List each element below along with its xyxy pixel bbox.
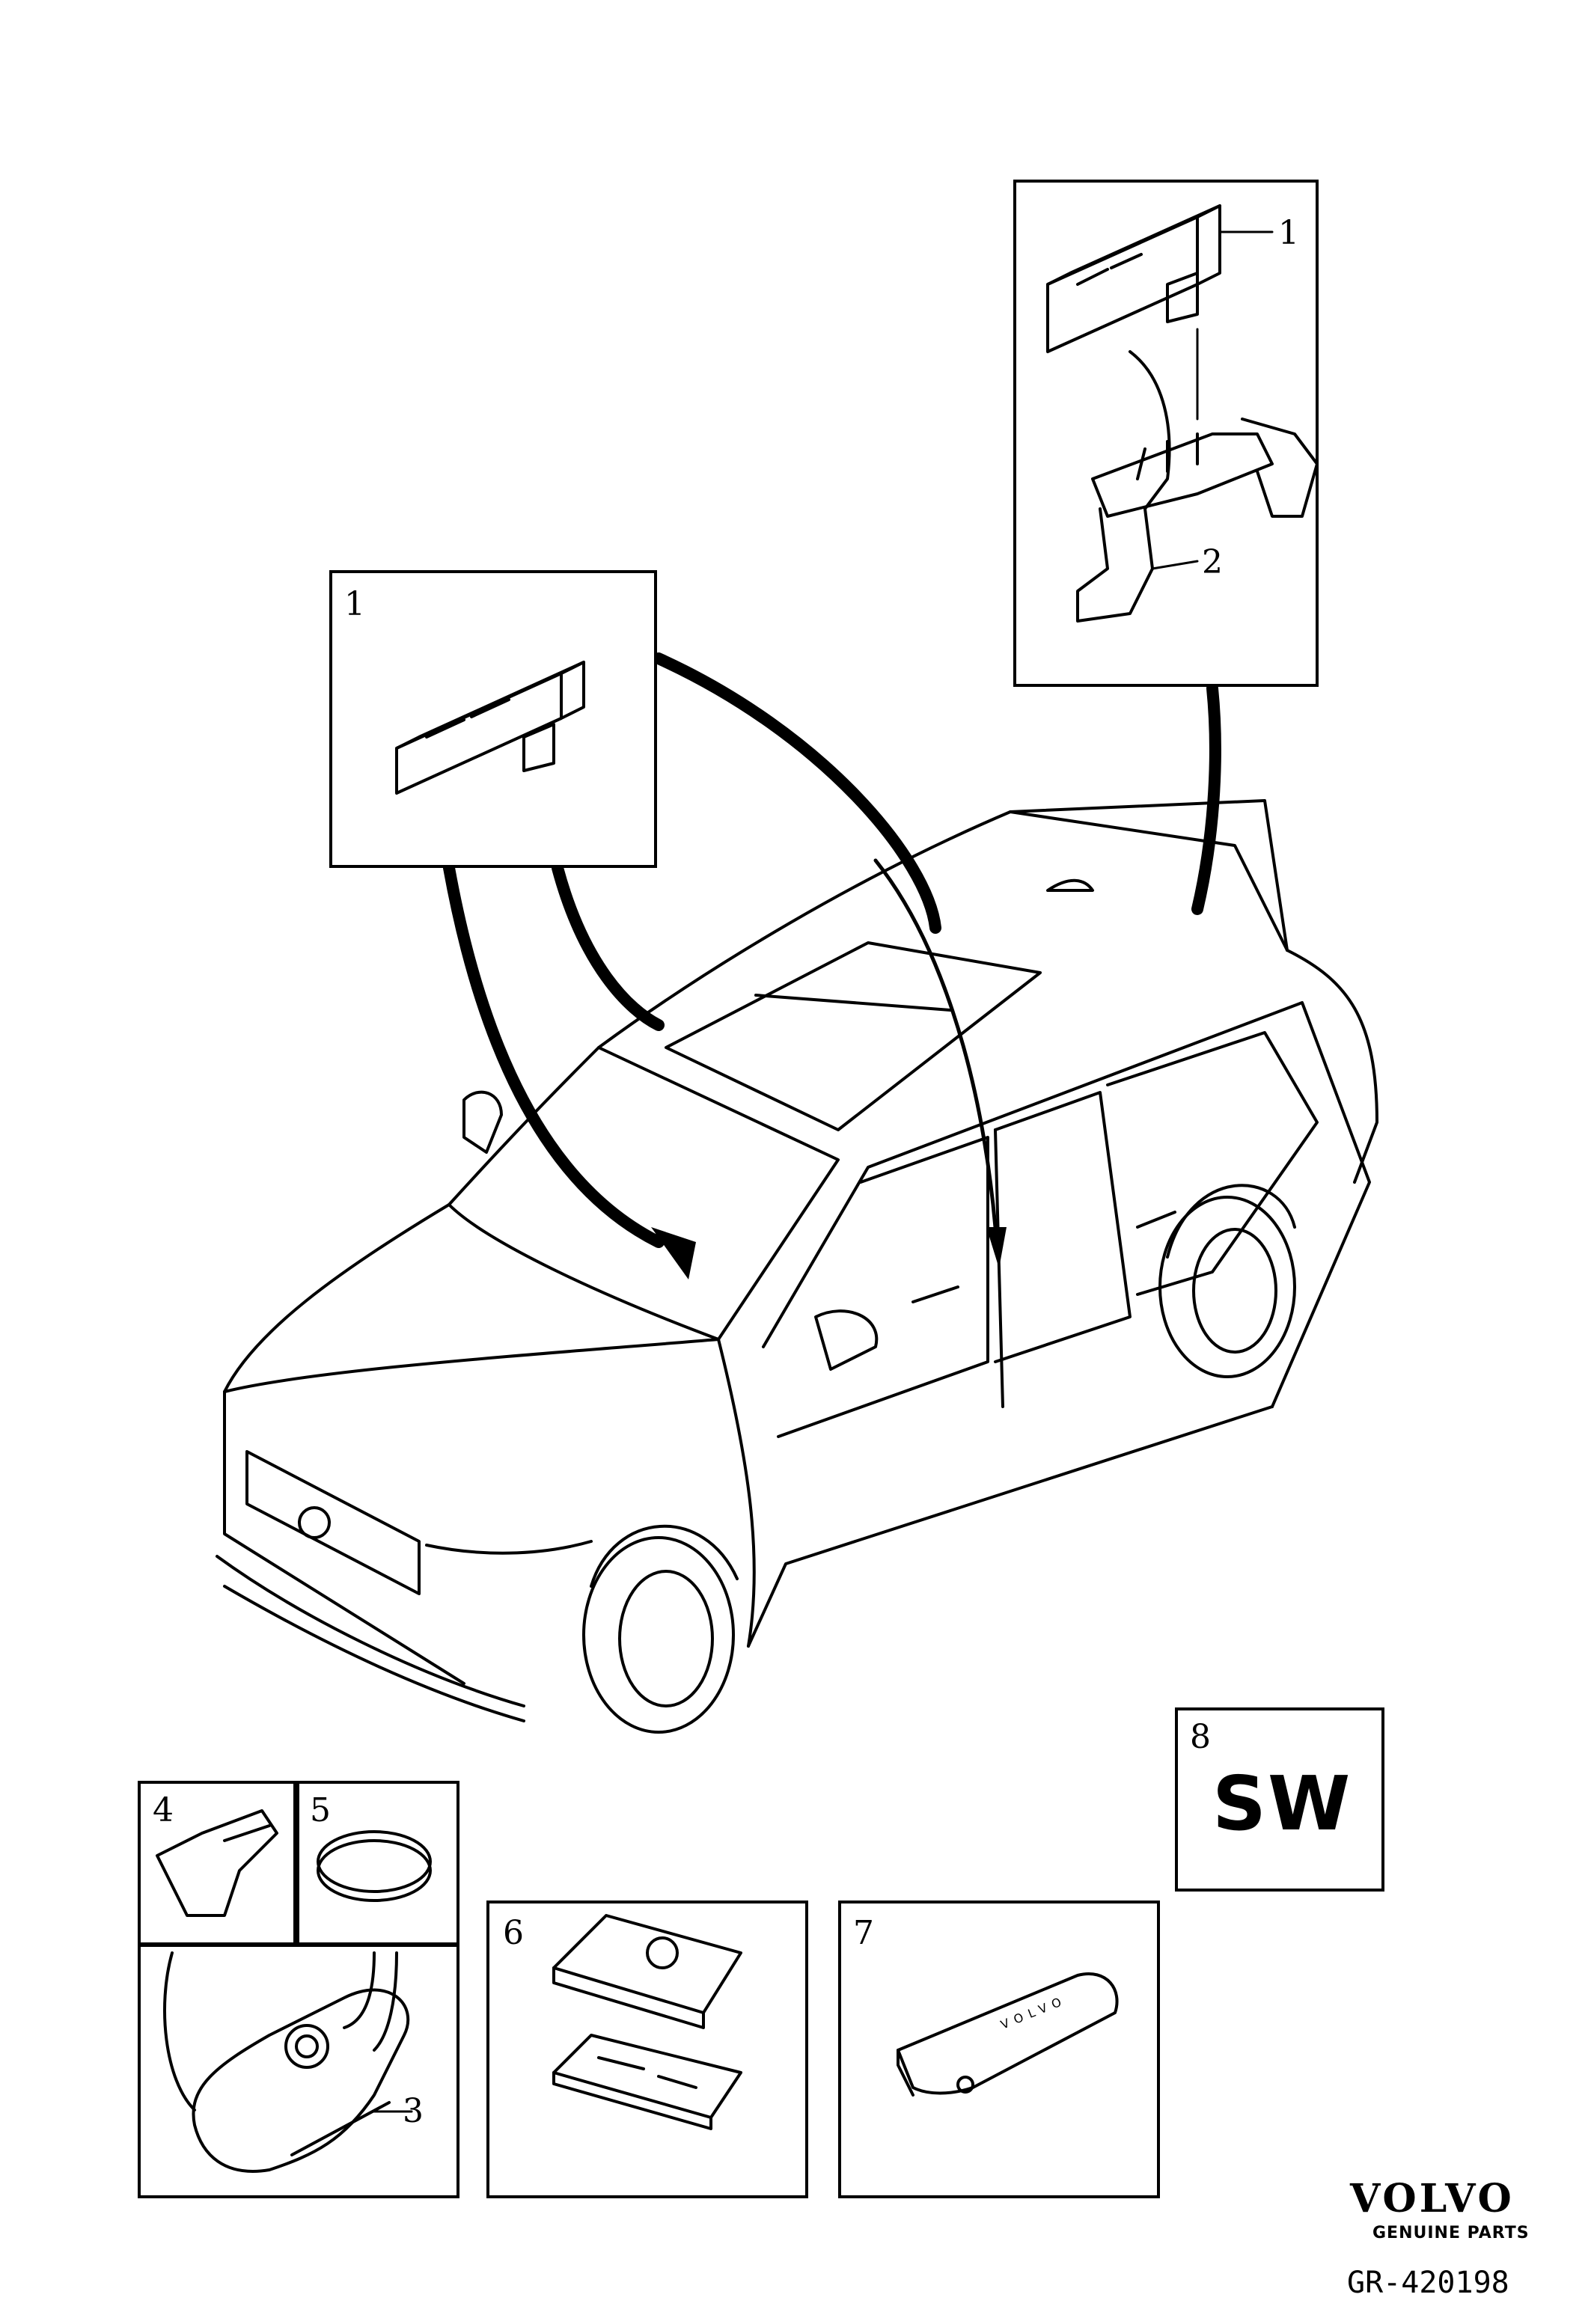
volvo-logo-wordmark: VOLVO	[1350, 2176, 1515, 2221]
leader-arrows	[443, 652, 1221, 1248]
software-label: SW	[1212, 1760, 1352, 1847]
alt-key-overlay	[897, 1972, 1119, 2097]
car-outline	[216, 799, 1378, 1734]
leader-arrow-left-tip	[651, 1227, 696, 1279]
detail-box-software	[1175, 1707, 1384, 1892]
detail-box-key-fob	[138, 1944, 459, 2198]
leader-arrow-left-outer	[443, 862, 665, 1248]
volvo-logo-tagline: GENUINE PARTS	[1372, 2224, 1530, 2242]
leader-arrow-center	[653, 652, 941, 934]
cover-overlay	[552, 1914, 742, 2130]
module-topright-overlay	[1046, 204, 1319, 623]
callout-5-battery: 5	[310, 1791, 331, 1829]
callout-1-left: 1	[344, 585, 365, 623]
detail-box-left	[329, 570, 657, 868]
alt-key-brand-text: VOLVO	[998, 1993, 1069, 2032]
key-blade-overlay	[156, 1809, 278, 1917]
callout-7-alt-key: 7	[853, 1914, 874, 1952]
thin-arrow-tip	[986, 1227, 1007, 1268]
callout-6-cover: 6	[503, 1914, 524, 1952]
key-fob-overlay	[163, 1951, 413, 2173]
battery-overlay	[317, 1830, 432, 1902]
detail-box-battery	[296, 1781, 459, 1945]
reference-number: GR-420198	[1347, 2266, 1509, 2300]
callout-3-key-fob: 3	[403, 2092, 424, 2130]
callout-1-topright: 1	[1278, 214, 1299, 252]
module-left-overlay	[395, 661, 585, 795]
detail-box-topright	[1013, 180, 1319, 687]
callout-2-topright: 2	[1202, 543, 1223, 581]
callout-8-software: 8	[1190, 1718, 1211, 1756]
detail-box-alt-key	[838, 1901, 1160, 2198]
leader-arrow-left-inner	[552, 862, 665, 1031]
callout-4-key-blade: 4	[153, 1791, 174, 1829]
